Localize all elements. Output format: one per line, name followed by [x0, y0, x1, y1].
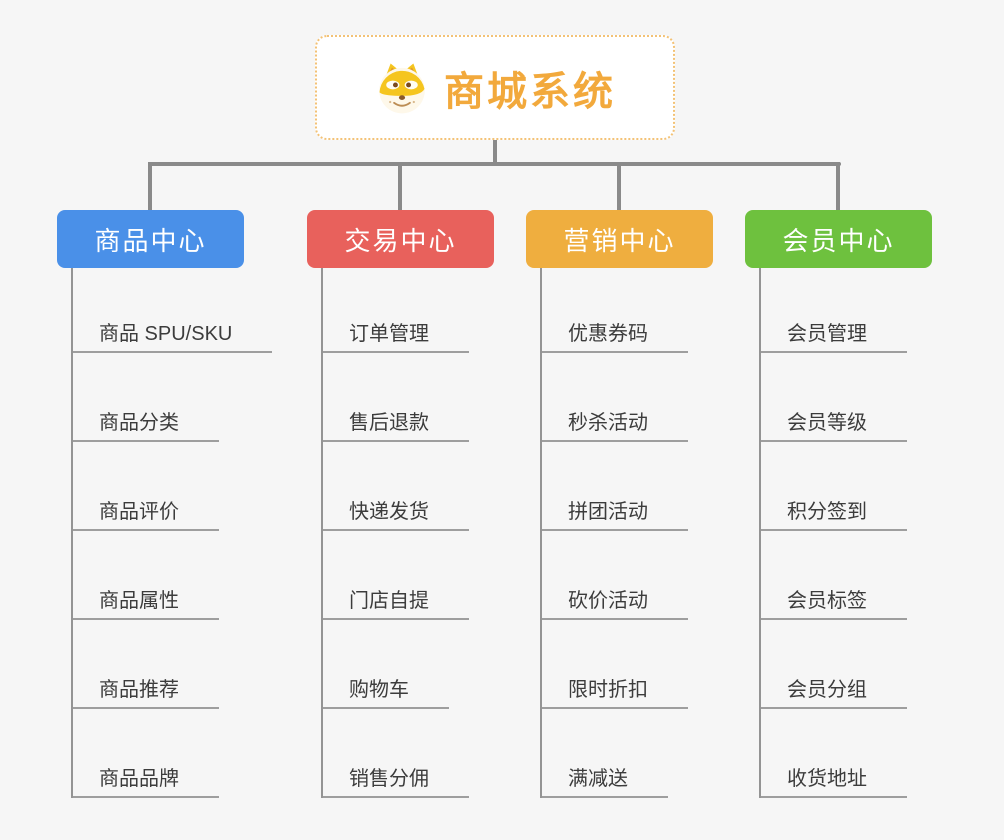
leaf-node[interactable]: 销售分佣: [321, 762, 469, 798]
leaf-rail: [321, 268, 323, 798]
leaf-node[interactable]: 商品推荐: [71, 673, 219, 709]
root-node[interactable]: 商城系统: [315, 35, 675, 140]
leaf-group: 会员管理 会员等级 积分签到 会员标签 会员分组 收货地址: [745, 268, 932, 798]
leaf-node[interactable]: 秒杀活动: [540, 406, 688, 442]
leaf-rail: [759, 268, 761, 798]
leaf-node[interactable]: 砍价活动: [540, 584, 688, 620]
branch-node-members[interactable]: 会员中心: [745, 210, 932, 268]
connector-drop-1: [148, 162, 152, 210]
connector-drop-2: [398, 162, 402, 210]
branch-node-trade[interactable]: 交易中心: [307, 210, 494, 268]
leaf-node[interactable]: 门店自提: [321, 584, 469, 620]
leaf-node[interactable]: 商品 SPU/SKU: [71, 317, 273, 353]
leaf-group: 商品 SPU/SKU 商品分类 商品评价 商品属性 商品推荐 商品品牌: [57, 268, 273, 798]
leaf-node[interactable]: 售后退款: [321, 406, 469, 442]
branch-column-members: 会员中心 会员管理 会员等级 积分签到 会员标签 会员分组 收货地址: [745, 210, 932, 798]
leaf-node[interactable]: 会员管理: [759, 317, 907, 353]
root-title: 商城系统: [444, 69, 616, 114]
leaf-group: 优惠券码 秒杀活动 拼团活动 砍价活动 限时折扣 满减送: [526, 268, 713, 798]
leaf-node[interactable]: 商品品牌: [71, 762, 219, 798]
connector-rail: [148, 162, 841, 166]
leaf-node[interactable]: 收货地址: [759, 762, 907, 798]
leaf-node[interactable]: 快递发货: [321, 495, 469, 531]
leaf-node[interactable]: 商品属性: [71, 584, 219, 620]
leaf-node[interactable]: 满减送: [540, 762, 668, 798]
leaf-rail: [540, 268, 542, 798]
connector-drop-4: [836, 162, 840, 210]
branch-node-products[interactable]: 商品中心: [57, 210, 244, 268]
branch-column-products: 商品中心 商品 SPU/SKU 商品分类 商品评价 商品属性 商品推荐 商品品牌: [57, 210, 273, 798]
leaf-group: 订单管理 售后退款 快递发货 门店自提 购物车 销售分佣: [307, 268, 494, 798]
leaf-node[interactable]: 购物车: [321, 673, 449, 709]
leaf-node[interactable]: 优惠券码: [540, 317, 688, 353]
leaf-node[interactable]: 订单管理: [321, 317, 469, 353]
leaf-node[interactable]: 商品评价: [71, 495, 219, 531]
branch-column-trade: 交易中心 订单管理 售后退款 快递发货 门店自提 购物车 销售分佣: [307, 210, 494, 798]
leaf-node[interactable]: 拼团活动: [540, 495, 688, 531]
branch-node-marketing[interactable]: 营销中心: [526, 210, 713, 268]
leaf-rail: [71, 268, 73, 798]
leaf-node[interactable]: 会员分组: [759, 673, 907, 709]
connector-drop-3: [617, 162, 621, 210]
leaf-node[interactable]: 商品分类: [71, 406, 219, 442]
leaf-node[interactable]: 积分签到: [759, 495, 907, 531]
leaf-node[interactable]: 限时折扣: [540, 673, 688, 709]
leaf-node[interactable]: 会员标签: [759, 584, 907, 620]
branch-column-marketing: 营销中心 优惠券码 秒杀活动 拼团活动 砍价活动 限时折扣 满减送: [526, 210, 713, 798]
connector-root-stem: [493, 140, 497, 163]
dog-face-icon: [379, 63, 425, 113]
leaf-node[interactable]: 会员等级: [759, 406, 907, 442]
